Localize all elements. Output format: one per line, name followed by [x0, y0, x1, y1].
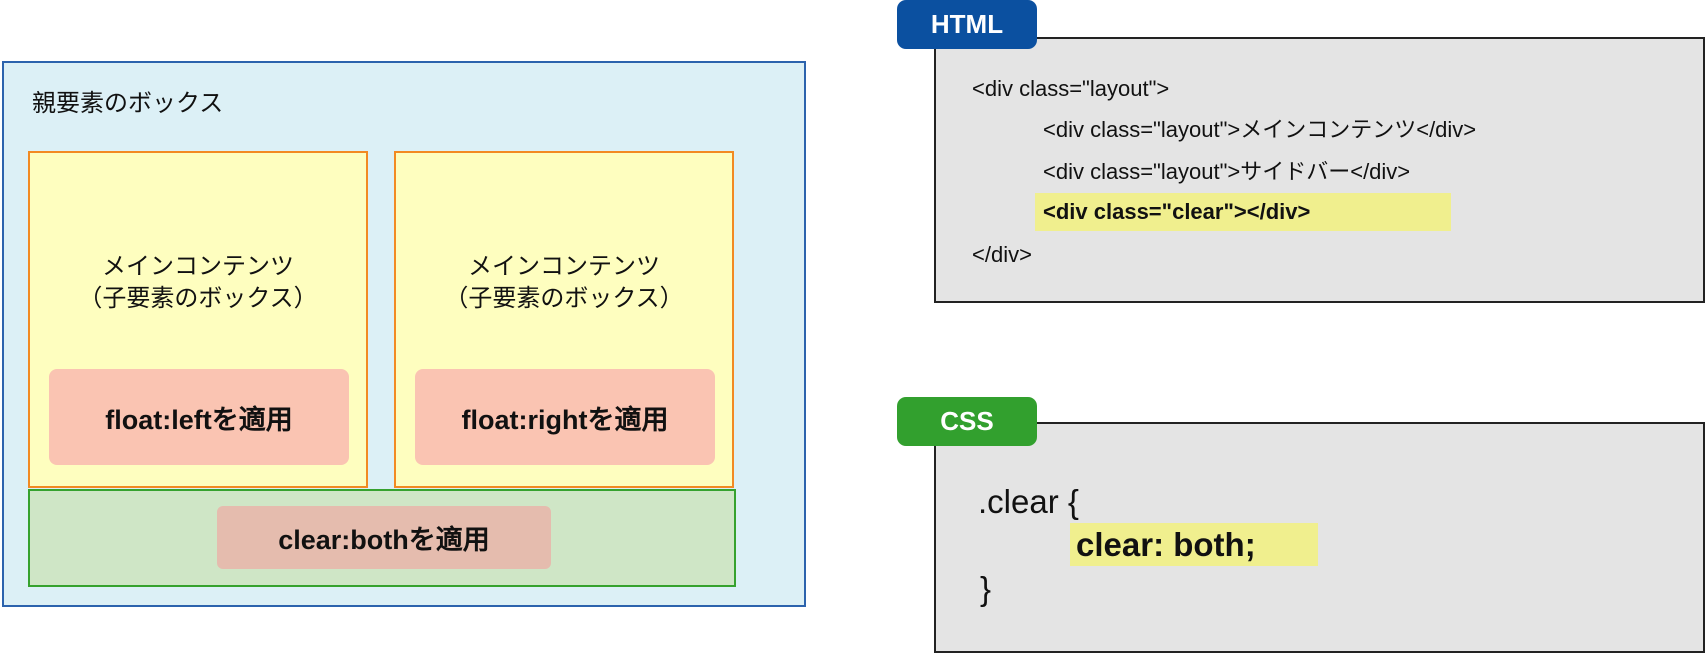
- html-code-panel: <div class="layout"> <div class="layout"…: [934, 37, 1705, 303]
- css-code-panel: .clear { clear: both; }: [934, 422, 1705, 653]
- code-line: <div class="layout">サイドバー</div>: [1043, 159, 1411, 184]
- code-line: </div>: [972, 242, 1032, 267]
- code-line: .clear {: [978, 483, 1079, 520]
- parent-box: 親要素のボックス メインコンテンツ （子要素のボックス） float:leftを…: [2, 61, 806, 607]
- css-tag-label: CSS: [897, 397, 1037, 446]
- child-label-line2: （子要素のボックス）: [78, 285, 318, 312]
- child-box-label: メインコンテンツ （子要素のボックス）: [30, 251, 366, 315]
- child-label-line1: メインコンテンツ: [468, 253, 660, 280]
- parent-box-label: 親要素のボックス: [32, 90, 224, 117]
- child-label-line2: （子要素のボックス）: [444, 285, 684, 312]
- code-line: <div class="layout">: [972, 76, 1170, 101]
- code-line-highlighted: <div class="clear"></div>: [1035, 193, 1451, 231]
- child-box-label: メインコンテンツ （子要素のボックス）: [396, 251, 732, 315]
- code-line: }: [980, 570, 992, 607]
- child-box-left: メインコンテンツ （子要素のボックス） float:leftを適用: [28, 151, 368, 488]
- child-label-line1: メインコンテンツ: [102, 253, 294, 280]
- clear-box: clear:bothを適用: [28, 489, 736, 587]
- float-right-pill: float:rightを適用: [415, 369, 715, 465]
- code-line-highlighted: clear: both;: [1070, 523, 1318, 566]
- html-tag-label: HTML: [897, 0, 1037, 49]
- child-box-right: メインコンテンツ （子要素のボックス） float:rightを適用: [394, 151, 734, 488]
- clear-both-pill: clear:bothを適用: [217, 506, 551, 569]
- float-left-pill: float:leftを適用: [49, 369, 349, 465]
- code-line: <div class="layout">メインコンテンツ</div>: [1043, 117, 1477, 142]
